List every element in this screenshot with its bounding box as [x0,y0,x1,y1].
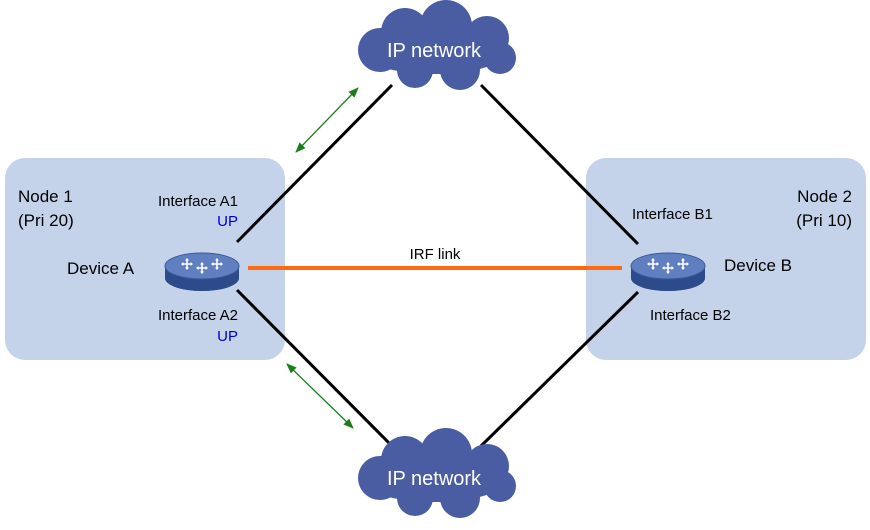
interface-a1-status: UP [217,213,238,230]
interface-a1-label: Interface A1 [158,193,238,210]
switch-icon [630,252,706,291]
node1-name: Node 1 [18,187,73,206]
link-bottom-network-b2 [479,290,640,448]
interface-b2-label: Interface B2 [650,307,731,324]
irf-link-label: IRF link [410,246,461,263]
cloud-bottom: IP network [358,428,516,518]
traffic-arrow-bottom [286,363,354,429]
node1-priority: (Pri 20) [18,211,74,230]
cloud-bottom-label: IP network [387,468,482,490]
device-b-label: Device B [724,256,792,275]
device-a-label: Device A [67,259,135,278]
traffic-arrow-top [295,87,359,153]
link-a2-bottom-network [235,288,394,448]
switch-icon [164,252,240,291]
cloud-top: IP network [358,0,516,90]
cloud-top-label: IP network [387,40,482,62]
interface-a2-status: UP [217,328,238,345]
link-a1-top-network [235,83,394,244]
link-top-network-b1 [479,83,640,246]
node2-name: Node 2 [797,187,852,206]
interface-b1-label: Interface B1 [632,206,713,223]
node1-box [5,158,285,360]
node2-box [586,158,866,360]
node2-priority: (Pri 10) [796,211,852,230]
interface-a2-label: Interface A2 [158,307,238,324]
